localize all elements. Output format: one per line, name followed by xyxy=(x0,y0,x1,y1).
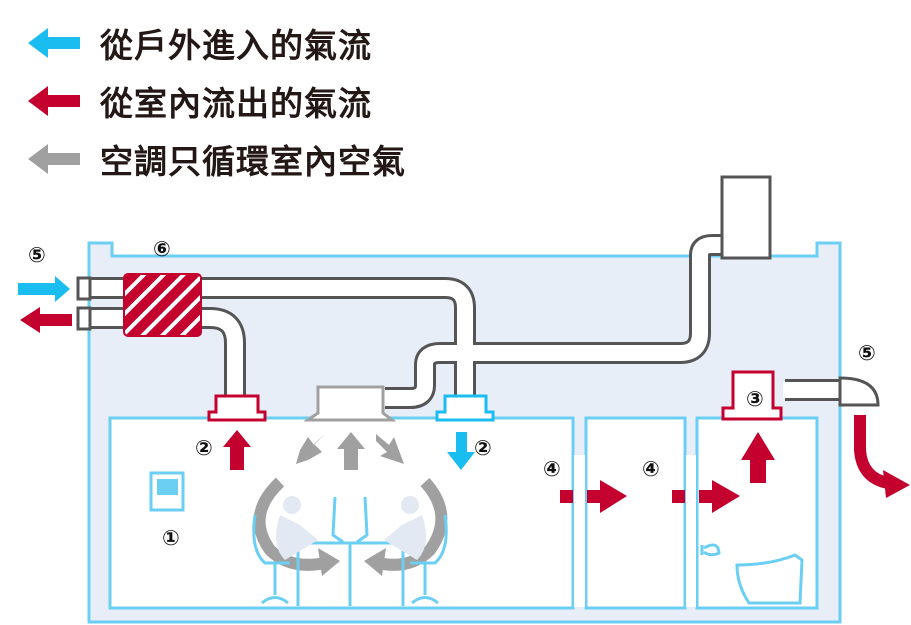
arrow-circulation-right xyxy=(376,477,448,571)
door-gap xyxy=(574,455,585,607)
marker-6: ⑥ xyxy=(153,237,171,261)
marker-5-right: ⑤ xyxy=(858,341,876,365)
arrow-outdoor-air-in xyxy=(18,276,70,302)
arrow-transfer-2-tail xyxy=(672,490,685,503)
paper-holder xyxy=(700,543,721,557)
arrow-recirculation-up xyxy=(337,432,365,470)
marker-4-right: ④ xyxy=(642,457,660,481)
control-panel-screen xyxy=(157,479,178,495)
marker-5-left: ⑤ xyxy=(28,243,46,267)
exhaust-grille-office xyxy=(207,394,267,422)
room-office xyxy=(108,416,575,610)
legend-label: 空調只循環室內空氣 xyxy=(100,142,406,181)
exhaust-grille-toilet xyxy=(721,370,783,421)
marker-1: ① xyxy=(162,526,180,550)
worker-silhouettes xyxy=(276,496,426,560)
arrow-toilet-exhaust-up xyxy=(741,432,775,483)
chair-right-base xyxy=(411,563,439,605)
legend-label: 從戶外進入的氣流 xyxy=(100,26,372,65)
arrow-supply-down xyxy=(447,432,475,470)
arrow-left-icon xyxy=(28,86,80,116)
ac-outdoor-unit xyxy=(720,175,772,260)
person-right-head xyxy=(401,496,419,514)
arrow-exhaust-outside-head xyxy=(883,470,910,498)
arrow-circulation-left-head xyxy=(318,548,340,576)
legend-item-recirculation: 空調只循環室內空氣 xyxy=(28,130,406,188)
arrow-transfer-1-tail xyxy=(560,490,573,503)
arrow-exhaust-outside xyxy=(854,415,890,489)
arrow-left-icon xyxy=(28,144,80,174)
person-left-head xyxy=(283,496,301,514)
legend-label: 從室內流出的氣流 xyxy=(100,84,372,123)
legend: 從戶外進入的氣流 從室內流出的氣流 空調只循環室內空氣 xyxy=(28,14,406,188)
supply-diffuser xyxy=(435,394,495,422)
marker-4-left: ④ xyxy=(543,457,561,481)
exhaust-hood xyxy=(838,376,880,407)
legend-item-indoor-exhaust: 從室內流出的氣流 xyxy=(28,72,406,130)
legend-item-outdoor-air: 從戶外進入的氣流 xyxy=(28,14,406,72)
arrow-circulation-right-head xyxy=(364,548,386,576)
marker-2-left: ② xyxy=(195,436,213,460)
arrow-recirculation-right xyxy=(376,434,404,464)
door-gap xyxy=(686,455,696,607)
duct-inlet-cap xyxy=(76,276,92,301)
duct-outlet-cap xyxy=(76,306,92,331)
ac-indoor-cassette xyxy=(303,385,397,422)
chair-left xyxy=(252,514,290,565)
arrow-exhaust-up xyxy=(223,430,251,470)
arrow-exhaust-out xyxy=(20,307,72,333)
office-workers xyxy=(252,496,448,606)
arrow-circulation-left xyxy=(253,477,327,571)
toilet xyxy=(700,543,804,605)
chair-left-base xyxy=(261,563,289,605)
arrow-transfer-2 xyxy=(699,480,740,513)
room-middle xyxy=(584,416,687,610)
marker-2-right: ② xyxy=(474,436,492,460)
arrow-left-icon xyxy=(28,28,80,58)
toilet-bowl xyxy=(735,553,804,605)
person-left-body xyxy=(276,515,318,560)
monitor-left xyxy=(331,496,344,544)
person-right-body xyxy=(384,515,426,560)
heat-exchanger xyxy=(123,273,202,337)
monitor-right xyxy=(356,496,369,544)
marker-3: ③ xyxy=(746,387,764,411)
arrow-transfer-1 xyxy=(587,480,627,513)
arrow-recirculation-left xyxy=(296,434,325,464)
chair-right xyxy=(410,514,448,565)
